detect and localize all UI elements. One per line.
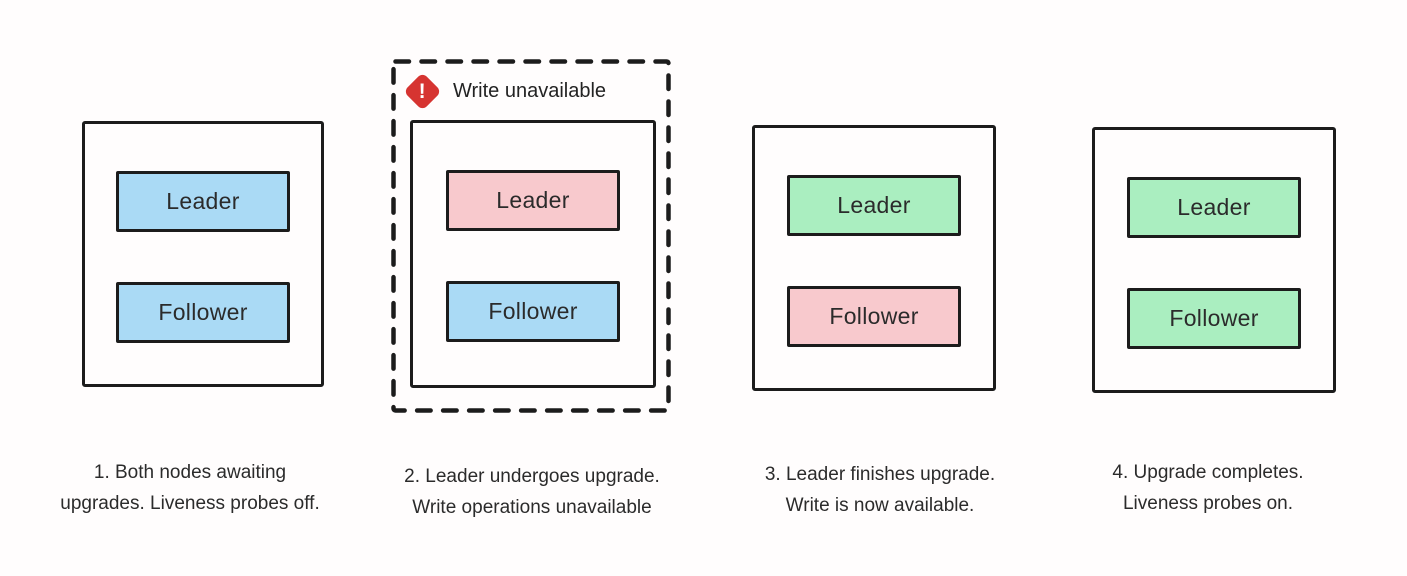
leader-label: Leader	[837, 192, 911, 218]
panel-2-follower-node: Follower	[446, 281, 620, 342]
alert-diamond-shape: !	[402, 71, 442, 111]
panel-4-follower-node: Follower	[1127, 288, 1301, 349]
follower-label: Follower	[829, 303, 919, 329]
caption-line: Liveness probes on.	[1122, 493, 1294, 514]
panel-3-caption: 3. Leader finishes upgrade. Write is now…	[700, 459, 1060, 521]
dashed-border	[391, 59, 671, 413]
warning-label: Write unavailable	[453, 79, 607, 102]
caption-line: 3. Leader finishes upgrade.	[764, 464, 996, 485]
leader-label: Leader	[1177, 194, 1251, 220]
panel-1-cluster-box: Leader Follower	[82, 121, 324, 387]
panel-1-leader-node: Leader	[116, 171, 290, 232]
panel-1-caption: 1. Both nodes awaiting upgrades. Livenes…	[10, 457, 370, 519]
panel-2-leader-node: Leader	[446, 170, 620, 231]
caption-line: Write is now available.	[785, 495, 975, 516]
panel-3-cluster-box: Leader Follower	[752, 125, 996, 391]
caption-line: 4. Upgrade completes.	[1112, 462, 1304, 483]
panel-4-cluster-box: Leader Follower	[1092, 127, 1336, 393]
exclamation-glyph: !	[418, 79, 426, 102]
follower-label: Follower	[1169, 305, 1259, 331]
panel-3-leader-node: Leader	[787, 175, 961, 236]
panel-1-follower-node: Follower	[116, 282, 290, 343]
panel-4-leader-node: Leader	[1127, 177, 1301, 238]
panel-2-unavailable-region: ! Write unavailable Leader Follower	[391, 59, 671, 413]
alert-diamond-icon: !	[402, 71, 442, 111]
panel-2-cluster-box: Leader Follower	[410, 120, 656, 388]
caption-line: 2. Leader undergoes upgrade.	[404, 466, 660, 487]
caption-line: upgrades. Liveness probes off.	[60, 493, 320, 514]
leader-label: Leader	[166, 188, 240, 214]
write-unavailable-warning: ! Write unavailable	[402, 71, 606, 111]
follower-label: Follower	[158, 299, 248, 325]
caption-line: 1. Both nodes awaiting	[93, 462, 287, 483]
follower-label: Follower	[488, 298, 578, 324]
caption-line: Write operations unavailable	[412, 497, 652, 518]
panel-2-caption: 2. Leader undergoes upgrade. Write opera…	[352, 461, 712, 523]
panel-3-follower-node: Follower	[787, 286, 961, 347]
panel-4-caption: 4. Upgrade completes. Liveness probes on…	[1028, 457, 1388, 519]
leader-label: Leader	[496, 187, 570, 213]
